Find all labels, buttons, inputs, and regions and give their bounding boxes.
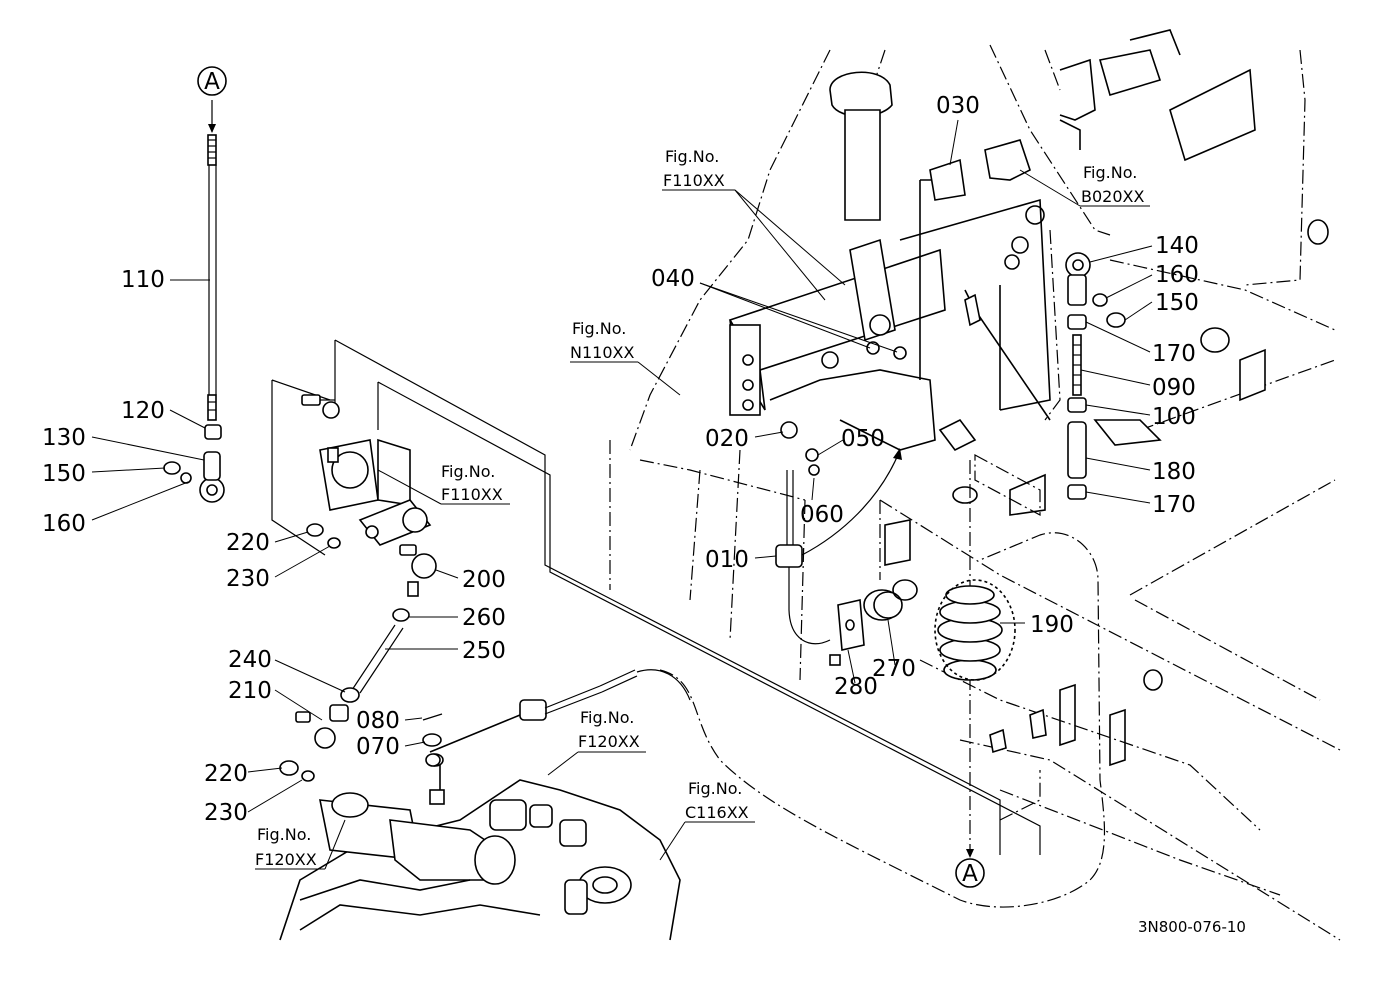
callout-080: 080 bbox=[356, 708, 400, 734]
fig-f120-mid-prefix: Fig.No. bbox=[580, 708, 634, 727]
callout-110: 110 bbox=[121, 267, 165, 293]
connector-a-bottom-label: A bbox=[962, 861, 978, 887]
fig-b020-code: B020XX bbox=[1081, 187, 1144, 206]
connector-a-top: A bbox=[197, 66, 227, 96]
connector-a-bottom: A bbox=[955, 858, 985, 888]
callout-050: 050 bbox=[841, 426, 885, 452]
callout-120: 120 bbox=[121, 398, 165, 424]
fig-f110-top-code: F110XX bbox=[663, 171, 725, 190]
reference-frames bbox=[271, 339, 1041, 855]
callout-020: 020 bbox=[705, 426, 749, 452]
callout-280: 280 bbox=[834, 674, 878, 700]
fig-f110-top-prefix: Fig.No. bbox=[665, 147, 719, 166]
fig-f120-mid-code: F120XX bbox=[578, 732, 640, 751]
callout-230-bottom: 230 bbox=[204, 800, 248, 826]
fig-f120-left-prefix: Fig.No. bbox=[257, 825, 311, 844]
shift-cable bbox=[422, 421, 902, 767]
callout-040: 040 bbox=[651, 266, 695, 292]
callout-240: 240 bbox=[228, 647, 272, 673]
callout-070: 070 bbox=[356, 734, 400, 760]
callout-230-top: 230 bbox=[226, 566, 270, 592]
callout-100: 100 bbox=[1152, 404, 1196, 430]
callout-060: 060 bbox=[800, 502, 844, 528]
callout-010: 010 bbox=[705, 547, 749, 573]
callout-150-right: 150 bbox=[1155, 290, 1199, 316]
fig-f120-left-code: F120XX bbox=[255, 850, 317, 869]
fig-c116-code: C116XX bbox=[685, 803, 749, 822]
callout-030: 030 bbox=[936, 93, 980, 119]
callout-labels: 110 120 130 150 160 220 230 200 260 250 … bbox=[42, 93, 1199, 826]
leader-lines bbox=[91, 119, 1153, 870]
chassis-outline bbox=[609, 44, 1341, 941]
callout-270: 270 bbox=[872, 656, 916, 682]
connector-a-top-label: A bbox=[204, 69, 220, 95]
callout-160-right: 160 bbox=[1155, 262, 1199, 288]
callout-180: 180 bbox=[1152, 459, 1196, 485]
rod-090-assembly bbox=[1065, 252, 1266, 500]
callout-190: 190 bbox=[1030, 612, 1074, 638]
upper-right-brackets bbox=[1059, 29, 1256, 162]
callout-130: 130 bbox=[42, 425, 86, 451]
shift-lever-assembly bbox=[728, 71, 1051, 452]
callout-150-left: 150 bbox=[42, 461, 86, 487]
left-linkage bbox=[279, 394, 437, 782]
callout-210: 210 bbox=[228, 678, 272, 704]
hose-outline bbox=[659, 532, 1106, 908]
callout-170-bottom: 170 bbox=[1152, 492, 1196, 518]
callout-220-bottom: 220 bbox=[204, 761, 248, 787]
fig-b020-prefix: Fig.No. bbox=[1083, 163, 1137, 182]
fig-c116-prefix: Fig.No. bbox=[688, 779, 742, 798]
drawing-code: 3N800-076-10 bbox=[1138, 918, 1246, 936]
transmission-housing bbox=[279, 753, 681, 941]
boot-and-grommets bbox=[829, 219, 1329, 767]
figure-reference-labels: Fig.No. F110XX Fig.No. B020XX Fig.No. N1… bbox=[255, 147, 1144, 869]
fig-n110-prefix: Fig.No. bbox=[572, 319, 626, 338]
fig-n110-code: N110XX bbox=[570, 343, 634, 362]
fig-f110-left-prefix: Fig.No. bbox=[441, 462, 495, 481]
callout-160-left: 160 bbox=[42, 511, 86, 537]
callout-260: 260 bbox=[462, 605, 506, 631]
callout-220-top: 220 bbox=[226, 530, 270, 556]
callout-200: 200 bbox=[462, 567, 506, 593]
callout-140: 140 bbox=[1155, 233, 1199, 259]
callout-170-top: 170 bbox=[1152, 341, 1196, 367]
fig-f110-left-code: F110XX bbox=[441, 485, 503, 504]
callout-090: 090 bbox=[1152, 375, 1196, 401]
rod-110 bbox=[163, 134, 225, 503]
callout-250: 250 bbox=[462, 638, 506, 664]
